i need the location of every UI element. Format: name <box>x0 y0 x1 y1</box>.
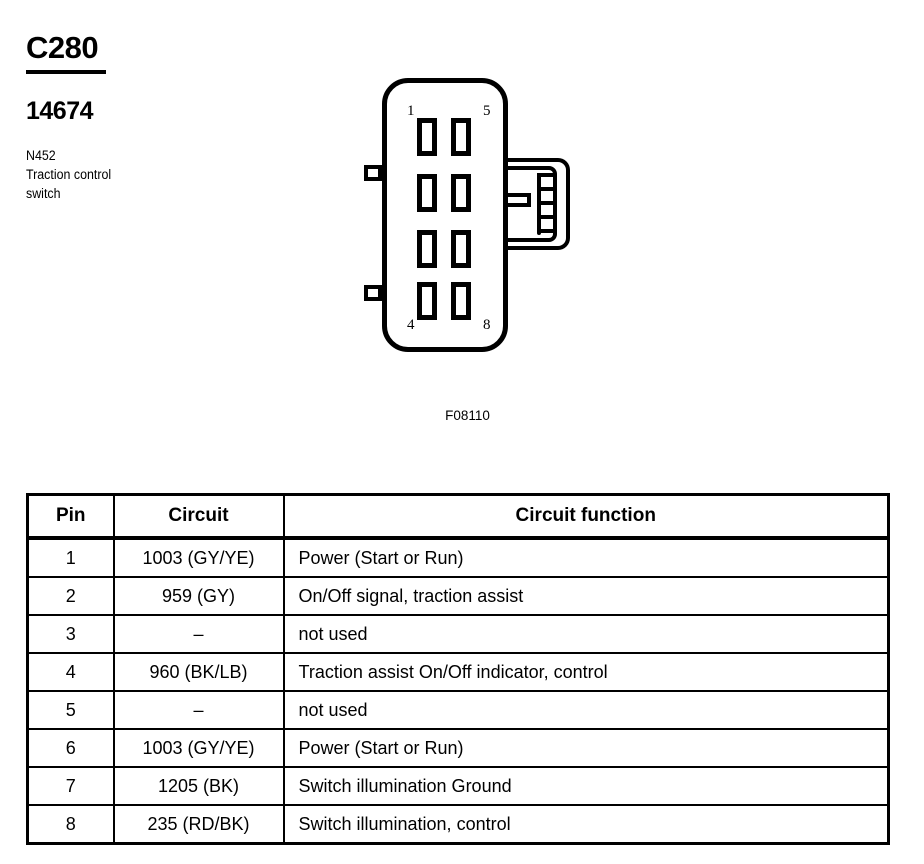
cell-circuit: – <box>112 614 285 654</box>
cell-function: Traction assist On/Off indicator, contro… <box>282 652 890 692</box>
cell-function: Switch illumination, control <box>282 804 890 845</box>
pin-slot-5 <box>451 118 471 156</box>
cell-function: On/Off signal, traction assist <box>282 576 890 616</box>
figure-code: F08110 <box>445 408 490 423</box>
cell-circuit: 1003 (GY/YE) <box>112 728 285 768</box>
column-header-function: Circuit function <box>282 493 890 540</box>
cell-circuit: 1003 (GY/YE) <box>112 536 285 578</box>
cell-circuit: 235 (RD/BK) <box>112 804 285 845</box>
side-tab-lower <box>364 285 382 301</box>
pin-slot-7 <box>451 230 471 268</box>
side-tab-upper <box>364 165 382 181</box>
latch-rib <box>537 173 553 177</box>
cell-function: not used <box>282 614 890 654</box>
pin-slot-8 <box>451 282 471 320</box>
connector-diagram: 1 5 4 8 F08110 <box>345 70 590 423</box>
table-row: 5–not used <box>26 690 890 730</box>
pin-slot-4 <box>417 282 437 320</box>
pin-slot-6 <box>451 174 471 212</box>
cell-circuit: 1205 (BK) <box>112 766 285 806</box>
table-row: 3–not used <box>26 614 890 654</box>
cell-circuit: – <box>112 690 285 730</box>
column-header-circuit: Circuit <box>112 493 285 540</box>
cell-function: not used <box>282 690 890 730</box>
pin-slot-1 <box>417 118 437 156</box>
cell-pin: 6 <box>26 728 115 768</box>
column-header-pin: Pin <box>26 493 115 540</box>
connector-id: C280 <box>26 30 99 65</box>
latch-rib <box>537 187 553 191</box>
connector-id-underline <box>26 70 106 74</box>
component-description: N452 Traction control switch <box>26 146 111 203</box>
cell-pin: 3 <box>26 614 115 654</box>
cell-function: Power (Start or Run) <box>282 728 890 768</box>
latch-rib <box>537 201 553 205</box>
component-name-line1: Traction control <box>26 167 112 182</box>
cell-pin: 8 <box>26 804 115 845</box>
pin-slot-3 <box>417 230 437 268</box>
connector-part-number: 14674 <box>26 97 94 125</box>
latch-rib <box>537 215 553 219</box>
pin-label-5: 5 <box>483 103 491 119</box>
cell-circuit: 959 (GY) <box>112 576 285 616</box>
cell-pin: 5 <box>26 690 115 730</box>
pin-slot-2 <box>417 174 437 212</box>
component-name-line2: switch <box>26 186 61 201</box>
cell-function: Switch illumination Ground <box>282 766 890 806</box>
cell-circuit: 960 (BK/LB) <box>112 652 285 692</box>
cell-pin: 2 <box>26 576 115 616</box>
pin-label-4: 4 <box>407 317 415 333</box>
latch-rib <box>537 229 553 233</box>
cell-pin: 7 <box>26 766 115 806</box>
cell-function: Power (Start or Run) <box>282 536 890 578</box>
table-header-row: Pin Circuit Circuit function <box>26 493 890 540</box>
cell-pin: 4 <box>26 652 115 692</box>
cell-pin: 1 <box>26 536 115 578</box>
connector-body <box>382 78 508 352</box>
pin-label-8: 8 <box>483 317 491 333</box>
component-code: N452 <box>26 148 56 163</box>
latch-tab <box>505 193 531 207</box>
pin-label-1: 1 <box>407 103 415 119</box>
latch-ribs <box>537 173 553 235</box>
